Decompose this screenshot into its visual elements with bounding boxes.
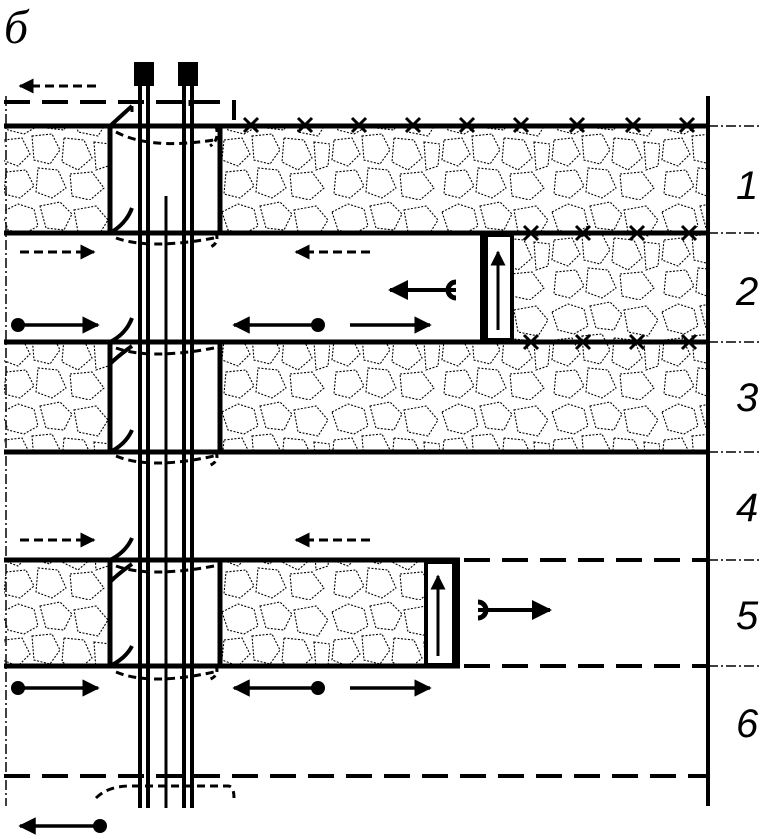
rock-layer-3-right (220, 344, 708, 450)
haulage-dots (11, 318, 325, 833)
working-faces (424, 233, 514, 667)
bottom-connection (94, 784, 236, 800)
layer-number-4: 4 (736, 486, 759, 530)
air-flow-arrows (18, 78, 370, 548)
figure-label: б (4, 1, 29, 54)
rock-layer-1-right (220, 126, 708, 232)
rock-layer-1-left (4, 126, 110, 232)
roof-support-marks (242, 116, 698, 351)
layer-number-6: 6 (736, 702, 759, 746)
rock-layer-3-left (4, 344, 110, 450)
raise-chamfers (108, 104, 219, 682)
layer-number-3: 3 (736, 376, 759, 420)
layer-separators (708, 125, 760, 667)
vertical-raise (107, 84, 223, 808)
layer-number-1: 1 (736, 164, 759, 208)
layer-number-2: 2 (736, 270, 759, 314)
planned-boundaries (4, 100, 708, 778)
shaft-heads (134, 62, 198, 86)
shaft-head-right (178, 62, 198, 86)
shaft-head-left (134, 62, 154, 86)
machine-advance-symbols (388, 279, 552, 621)
layer-number-5: 5 (736, 594, 759, 638)
rock-layer-5-left (4, 560, 110, 666)
rock-layer-2-pillar (514, 234, 708, 340)
haulage-arrows (18, 316, 432, 835)
rock-layer-5-right (220, 560, 426, 666)
rock-pillars (4, 126, 708, 666)
